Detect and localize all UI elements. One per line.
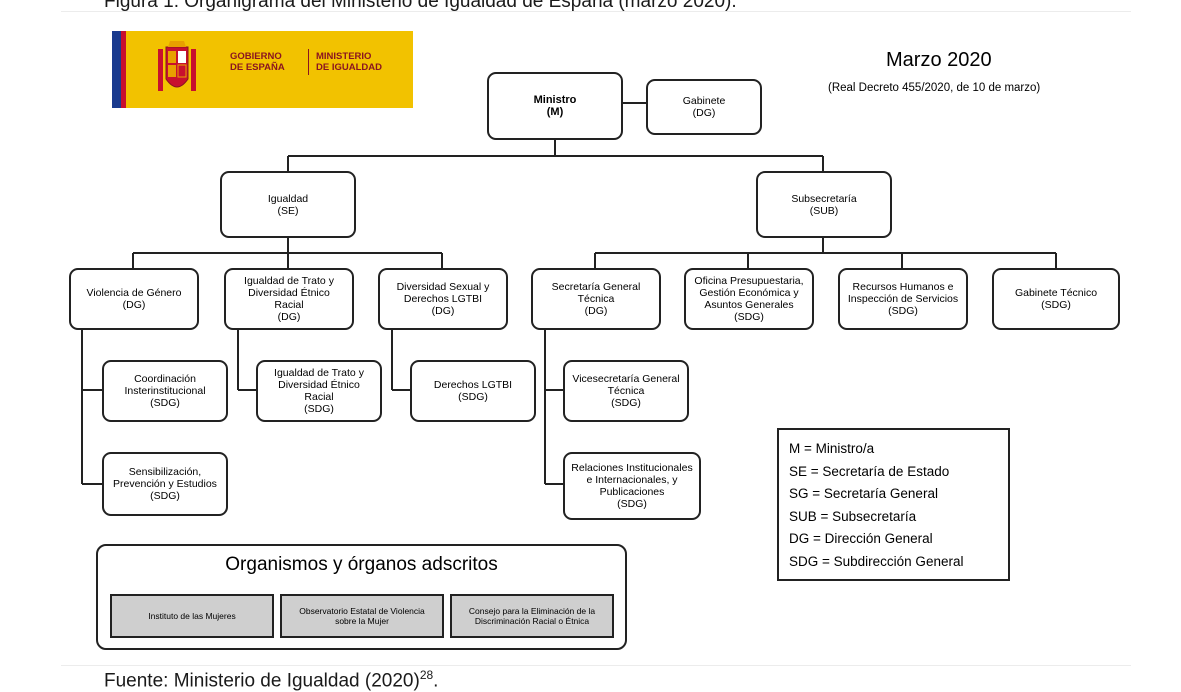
body-instituto-mujeres: Instituto de las Mujeres [110,594,274,638]
coat-of-arms-icon [158,41,196,91]
legend-item: M = Ministro/a [789,441,875,456]
node-secretaria-general-tecnica: Secretaría General Técnica (DG) [531,268,661,330]
flag-stripe [112,31,126,108]
node-gabinete-tecnico: Gabinete Técnico (SDG) [992,268,1120,330]
node-igualdad-trato-sdg: Igualdad de Trato y Diversidad Étnico Ra… [256,360,382,422]
node-violencia-genero: Violencia de Género (DG) [69,268,199,330]
node-vicesecretaria: Vicesecretaría General Técnica (SDG) [563,360,689,422]
node-sensibilizacion: Sensibilización, Prevención y Estudios (… [102,452,228,516]
node-relaciones-institucionales: Relaciones Institucionales e Internacion… [563,452,701,520]
node-gabinete: Gabinete (DG) [646,79,762,135]
node-subsecretaria: Subsecretaría (SUB) [756,171,892,238]
source-end: . [433,670,439,692]
node-oficina-presupuestaria: Oficina Presupuestaria, Gestión Económic… [684,268,814,330]
figure-caption: Figura 1. Organigrama del Ministerio de … [104,0,737,12]
chart-date-title: Marzo 2020 [886,49,992,71]
logo-divider [308,49,309,75]
legend-item: SDG = Subdirección General [789,553,964,569]
legend-item: SG = Secretaría General [789,486,938,501]
node-derechos-lgtbi: Derechos LGTBI (SDG) [410,360,536,422]
abbreviation-legend: M = Ministro/a SE = Secretaría de Estado… [777,428,1010,581]
legend-item: DG = Dirección General [789,531,933,546]
node-igualdad-se: Igualdad (SE) [220,171,356,238]
logo-text-gobierno: GOBIERNO DE ESPAÑA [230,51,285,73]
government-logo: GOBIERNO DE ESPAÑA MINISTERIO DE IGUALDA… [112,31,413,108]
body-consejo-discriminacion: Consejo para la Eliminación de la Discri… [450,594,614,638]
logo-text-ministerio: MINISTERIO DE IGUALDAD [316,51,382,73]
node-diversidad-sexual: Diversidad Sexual y Derechos LGTBI (DG) [378,268,508,330]
legend-item: SE = Secretaría de Estado [789,463,950,479]
footnote-ref: 28 [419,668,434,682]
legend-item: SUB = Subsecretaría [789,508,917,524]
chart-decree: (Real Decreto 455/2020, de 10 de marzo) [828,82,1041,94]
attached-bodies-panel: Organismos y órganos adscritos Instituto… [96,544,627,650]
body-observatorio-violencia: Observatorio Estatal de Violencia sobre … [280,594,444,638]
attached-bodies-title: Organismos y órganos adscritos [225,554,498,575]
node-igualdad-trato-dg: Igualdad de Trato y Diversidad Étnico Ra… [224,268,354,330]
node-ministro: Ministro (M) [487,72,623,140]
source-caption: Fuente: Ministerio de Igualdad (2020)28. [104,668,438,692]
node-recursos-humanos: Recursos Humanos e Inspección de Servici… [838,268,968,330]
source-text: Fuente: Ministerio de Igualdad (2020) [104,670,420,692]
node-coordinacion: Coordinación Insterinstitucional (SDG) [102,360,228,422]
